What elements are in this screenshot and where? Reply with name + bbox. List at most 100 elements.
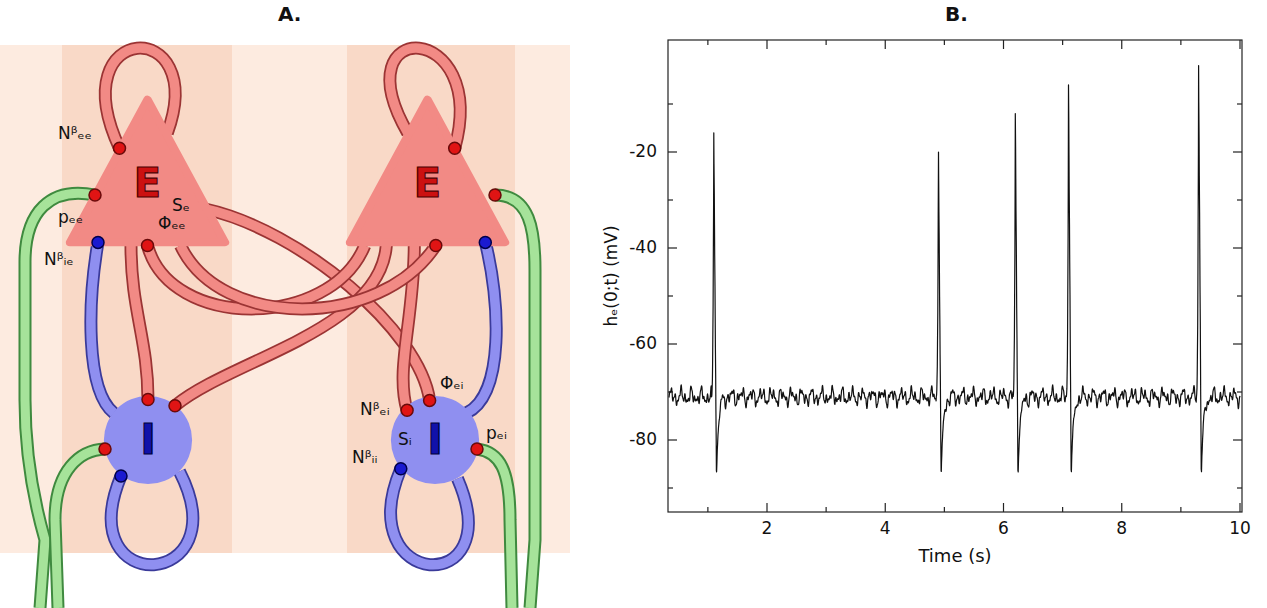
tube-outline (131, 246, 148, 400)
axis-ticks (668, 40, 1242, 512)
y-tick (668, 439, 677, 440)
tube-outline (111, 472, 192, 565)
x-tick (1003, 40, 1004, 49)
tick-label: 2 (762, 519, 773, 539)
x-tick (1121, 40, 1122, 49)
tick-label: -60 (629, 334, 657, 354)
axon-tube (91, 242, 114, 413)
tick-label: 8 (1116, 519, 1127, 539)
input-label: pₑᵢ (486, 424, 507, 444)
circle-outline (104, 396, 192, 484)
tick-label: 4 (880, 519, 891, 539)
axon-tube (111, 472, 192, 565)
y-tick (1233, 151, 1242, 152)
synapse-dot (115, 470, 127, 482)
x-tick (1239, 40, 1240, 49)
input-fibre (477, 449, 512, 608)
tube-outline (181, 246, 436, 309)
population-letter: I (427, 419, 443, 461)
synapse-dot (114, 142, 126, 154)
synapse-dot (142, 240, 154, 252)
synapse-dot (471, 443, 483, 455)
synapse-dot (401, 404, 413, 416)
tick-label: -20 (629, 142, 657, 162)
synapse-dot (395, 463, 407, 475)
y-tick (668, 103, 673, 104)
y-tick (1233, 247, 1242, 248)
x-tick (1062, 40, 1063, 45)
tube-core (175, 246, 386, 406)
x-tick (1239, 503, 1240, 512)
panel-letter: B. (945, 3, 968, 26)
y-tick (668, 343, 677, 344)
synapse-label: Nᵝₑᵢ (360, 400, 390, 420)
axon-tube (131, 246, 148, 400)
tube-outline (91, 242, 114, 413)
axon-tube (467, 242, 497, 413)
x-tick (944, 40, 945, 45)
x-tick (885, 40, 886, 49)
soma-label: Sᵢ (398, 430, 412, 450)
synapse-label: Nᵝᵢᵢ (352, 448, 378, 468)
y-tick (668, 247, 677, 248)
y-tick (1233, 343, 1242, 344)
triangle-outline (70, 100, 225, 243)
population-letter: I (140, 419, 156, 461)
tube-core (111, 472, 192, 565)
axis-title: Time (s) (918, 546, 991, 567)
tick-label: -80 (629, 430, 657, 450)
tick-label: -40 (629, 238, 657, 258)
x-tick (885, 503, 886, 512)
axon-tube (175, 246, 386, 406)
y-tick (668, 487, 673, 488)
axon-tube (181, 246, 436, 309)
tube-core (131, 246, 148, 400)
x-tick (826, 507, 827, 512)
x-tick (766, 503, 767, 512)
x-tick (766, 40, 767, 49)
y-tick (1237, 295, 1242, 296)
x-tick (1180, 507, 1181, 512)
population-letter: E (414, 163, 441, 203)
tick-label: 10 (1229, 519, 1251, 539)
excitatory-population: E (65, 95, 230, 247)
synapse-dot (479, 236, 491, 248)
synapse-dot (430, 240, 442, 252)
y-tick (1237, 391, 1242, 392)
y-tick (668, 151, 677, 152)
input-label: pₑₑ (58, 208, 83, 228)
synapse-dot (89, 189, 101, 201)
excitatory-population: E (345, 95, 510, 247)
y-tick (1237, 487, 1242, 488)
circle-outline (391, 396, 479, 484)
x-tick (1121, 503, 1122, 512)
plot-frame (668, 40, 1242, 512)
tube-outline (175, 246, 386, 406)
tube-outline (467, 242, 497, 413)
x-tick (944, 507, 945, 512)
tube-core (467, 242, 497, 413)
synapse-dot (449, 142, 461, 154)
input-fibre (477, 449, 512, 608)
tick-label: 6 (998, 519, 1009, 539)
y-tick (1233, 439, 1242, 440)
panel-letter: A. (278, 3, 301, 26)
input-fibre (55, 449, 105, 608)
x-tick (707, 40, 708, 45)
synapse-dot (142, 394, 154, 406)
synapse-label: Nᵝₑₑ (58, 124, 92, 144)
membrane-trace (669, 66, 1240, 472)
x-tick (1003, 503, 1004, 512)
soma-label: Sₑ (172, 196, 190, 216)
x-tick (1062, 507, 1063, 512)
field-label: Φₑₑ (158, 214, 186, 234)
synapse-dot (99, 443, 111, 455)
synapse-dot (92, 236, 104, 248)
triangle-outline (350, 100, 505, 243)
tube-core (91, 242, 114, 413)
synapse-dot (169, 400, 181, 412)
synapse-dot (489, 189, 501, 201)
